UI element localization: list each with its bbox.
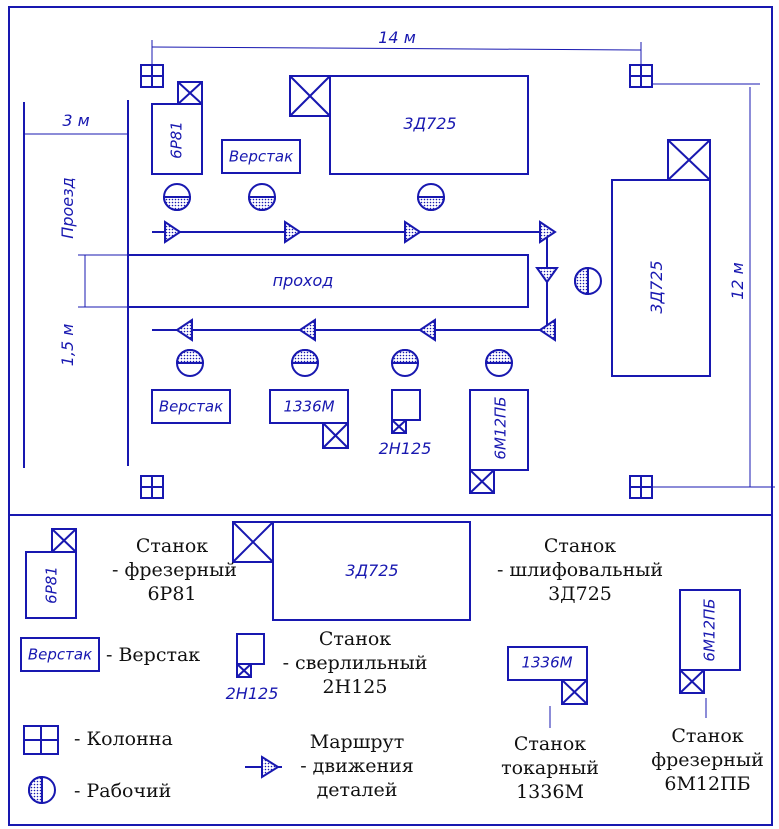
legend-6r81-symbol [25, 551, 77, 619]
aisle [127, 254, 529, 308]
column-icon [140, 64, 164, 88]
machine-hatch-icon [322, 422, 349, 449]
machine-3d725-b [611, 179, 711, 377]
workers [162, 183, 602, 377]
route-arrow-icon [164, 220, 182, 244]
legend-2n125-symbol [236, 633, 265, 665]
worker-icon [416, 183, 446, 211]
worker-icon [390, 349, 420, 377]
worker-icon [574, 266, 602, 296]
machine-hatch-icon [51, 528, 77, 553]
legend-3d725-symbol [272, 521, 471, 621]
column-icon [140, 475, 164, 499]
legend-1336m-symbol [507, 646, 588, 681]
machine-hatch-icon [667, 139, 711, 181]
machine-hatch-icon [561, 679, 588, 705]
route-arrow-icon [404, 220, 422, 244]
dim-14m [151, 40, 642, 66]
dim-1-5m [78, 254, 128, 308]
machine-1336m [269, 389, 349, 424]
machine-hatch-icon [289, 75, 331, 117]
route-arrow-icon [539, 220, 557, 244]
machine-2n125 [391, 389, 421, 421]
machine-6r81 [151, 103, 203, 175]
machine-hatch-icon [177, 81, 203, 105]
worker-icon [290, 349, 320, 377]
bench-2 [151, 389, 231, 424]
column-icon [629, 64, 653, 88]
column-icon [629, 475, 653, 499]
route-arrow-icon [298, 318, 316, 342]
machine-hatch-icon [391, 419, 407, 434]
machine-hatch-icon [679, 669, 705, 694]
dim-12m [652, 83, 775, 488]
route-arrow-icon [535, 267, 559, 284]
worker-icon [28, 775, 56, 805]
plan-frame [8, 6, 773, 516]
machine-hatch-icon [232, 521, 274, 563]
machine-hatch-icon [236, 663, 252, 678]
route-arrows [164, 220, 559, 342]
route-arrow-icon [261, 755, 280, 779]
legend-6m12pb-symbol [679, 589, 741, 671]
worker-icon [175, 349, 205, 377]
legend-frame [8, 514, 773, 826]
machine-3d725-a [329, 75, 529, 175]
column-icon [23, 725, 59, 755]
route-arrow-icon [538, 318, 556, 342]
route-arrow-icon [284, 220, 302, 244]
route-line [152, 231, 548, 331]
route-arrow-icon [418, 318, 436, 342]
worker-icon [247, 183, 277, 211]
worker-icon [162, 183, 192, 211]
route-arrow-icon [175, 318, 193, 342]
machine-hatch-icon [469, 469, 495, 494]
bench-1 [221, 139, 301, 174]
legend-bench-symbol [20, 637, 100, 672]
machine-6m12pb [469, 389, 529, 471]
worker-icon [484, 349, 514, 377]
